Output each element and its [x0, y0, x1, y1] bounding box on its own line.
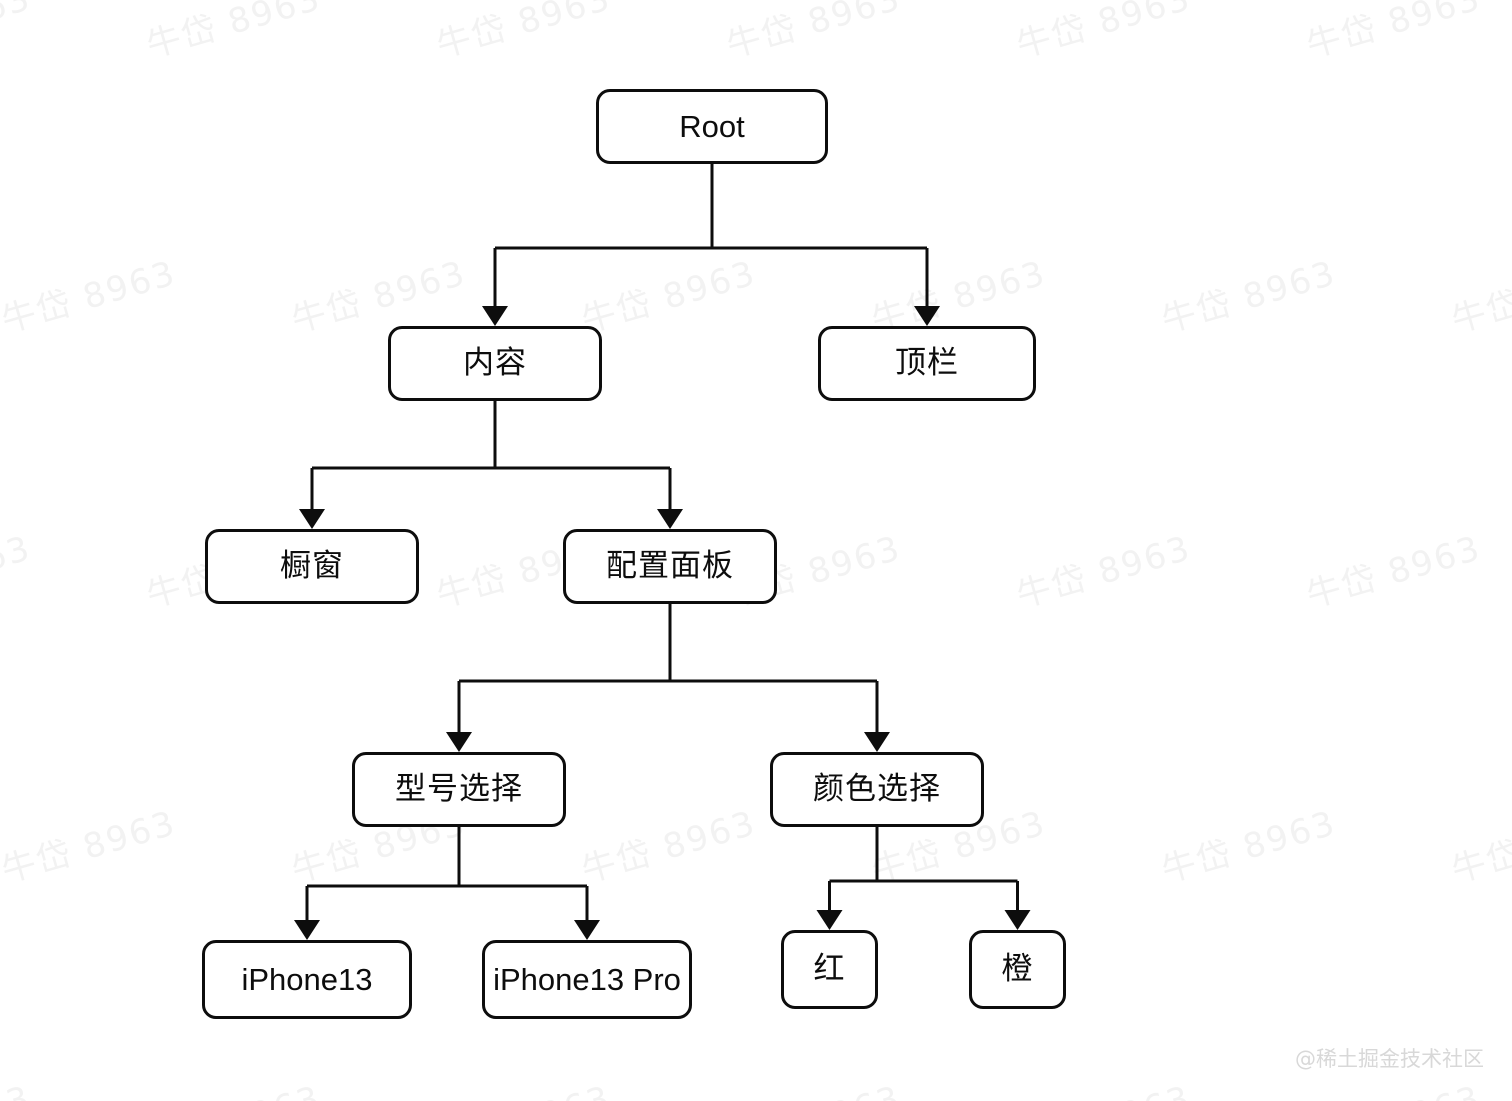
- edge-arrowhead-colorselect-to-red: [816, 910, 843, 930]
- edge-arrowhead-configpanel-to-colorselect: [864, 732, 890, 752]
- edge-arrowhead-root-to-content: [482, 306, 508, 326]
- node-label: iPhone13 Pro: [493, 962, 681, 997]
- node-label: 顶栏: [895, 345, 959, 381]
- node-iphone13[interactable]: iPhone13: [202, 940, 412, 1019]
- edge-arrowhead-modelselect-to-iphone13: [294, 920, 320, 940]
- node-label: 红: [813, 951, 846, 987]
- node-showcase[interactable]: 橱窗: [205, 529, 419, 604]
- node-label: 配置面板: [606, 548, 734, 584]
- node-label: 型号选择: [395, 771, 523, 807]
- node-label: iPhone13: [241, 962, 373, 997]
- node-content[interactable]: 内容: [388, 326, 602, 401]
- node-configpanel[interactable]: 配置面板: [563, 529, 777, 604]
- edge-arrowhead-content-to-configpanel: [657, 509, 683, 529]
- node-iphone13pro[interactable]: iPhone13 Pro: [482, 940, 692, 1019]
- node-label: 颜色选择: [813, 771, 941, 807]
- site-credit-watermark: @稀土掘金技术社区: [1295, 1047, 1484, 1071]
- node-colorselect[interactable]: 颜色选择: [770, 752, 984, 827]
- edge-arrowhead-modelselect-to-iphone13pro: [574, 920, 600, 940]
- node-label: 内容: [463, 345, 527, 381]
- edge-arrowhead-configpanel-to-modelselect: [446, 732, 472, 752]
- edge-arrowhead-content-to-showcase: [299, 509, 325, 529]
- node-root[interactable]: Root: [596, 89, 828, 164]
- node-modelselect[interactable]: 型号选择: [352, 752, 566, 827]
- edge-arrowhead-colorselect-to-orange: [1004, 910, 1031, 930]
- node-red[interactable]: 红: [781, 930, 878, 1009]
- node-topbar[interactable]: 顶栏: [818, 326, 1036, 401]
- edge-arrowhead-root-to-topbar: [914, 306, 940, 326]
- node-label: 橙: [1001, 951, 1034, 987]
- node-orange[interactable]: 橙: [969, 930, 1066, 1009]
- node-label: Root: [679, 109, 745, 144]
- node-label: 橱窗: [280, 548, 344, 584]
